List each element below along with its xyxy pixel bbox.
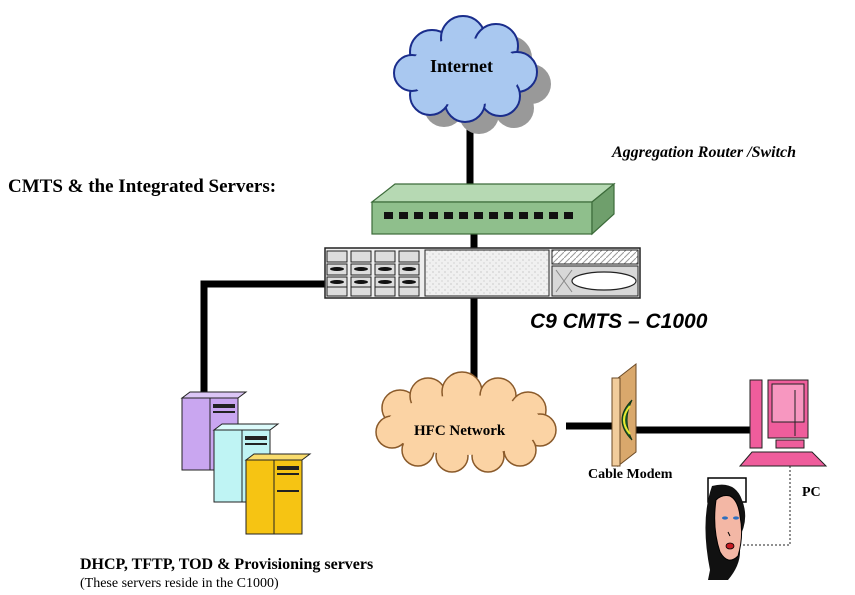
- router-label: Aggregation Router /Switch: [612, 144, 797, 161]
- hfc-cloud: [375, 371, 557, 473]
- servers-label: DHCP, TFTP, TOD & Provisioning servers: [80, 556, 374, 573]
- pc-label: PC: [802, 485, 821, 500]
- server-yellow: [244, 453, 312, 535]
- cmts-label: C9 CMTS – C1000: [530, 310, 708, 333]
- cable-modem-label: Cable Modem: [588, 467, 673, 482]
- aggregation-router: [370, 182, 616, 236]
- connection-lines: [200, 128, 750, 434]
- router-ports: [384, 212, 573, 219]
- cable-modem: [611, 362, 637, 468]
- internet-label: Internet: [430, 56, 493, 76]
- hfc-network-label: HFC Network: [414, 423, 506, 439]
- user-face: [705, 477, 747, 580]
- cmts-servers-link: [200, 280, 332, 402]
- cmts-chassis: [324, 247, 641, 299]
- diagram-heading: CMTS & the Integrated Servers:: [8, 176, 277, 197]
- servers-note: (These servers reside in the C1000): [80, 576, 279, 591]
- pc: [738, 379, 828, 546]
- provisioning-servers: [180, 391, 312, 535]
- internet-cloud: [393, 15, 551, 134]
